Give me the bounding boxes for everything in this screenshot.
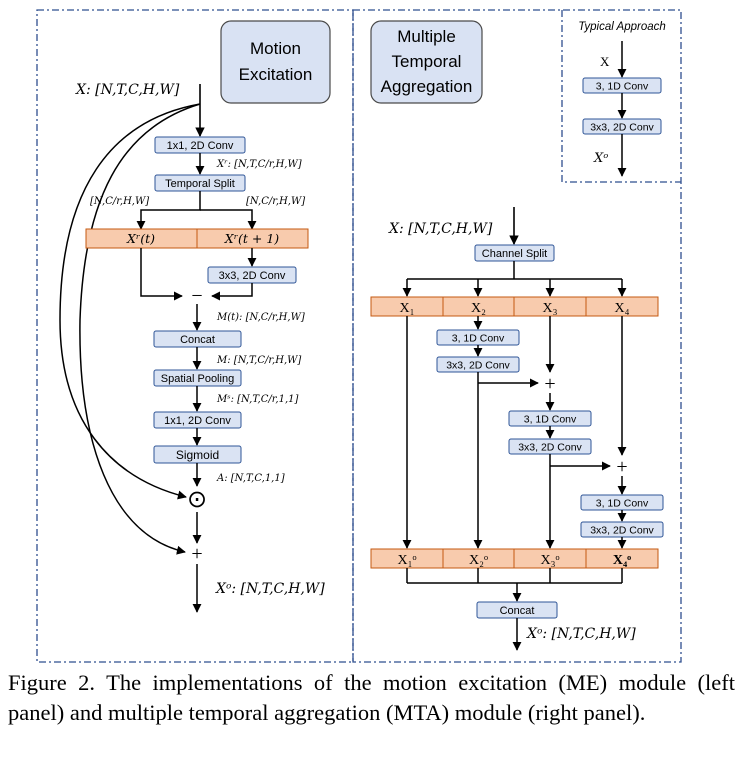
mta-input-label: X: [N,T,C,H,W] — [388, 221, 493, 237]
mta-panel-frame — [352, 9, 682, 663]
mta-b2-conv2d-label: 3x3, 2D Conv — [446, 360, 510, 372]
mta-b4-conv2d-label: 3x3, 2D Conv — [590, 525, 654, 537]
me-skip-curve-odot — [59, 103, 201, 500]
me-arrow-t-minus — [140, 248, 183, 301]
mta-xo2-label: X₂ᵒ — [469, 553, 488, 568]
mta-title-line1: Multiple — [397, 27, 456, 46]
me-output-label: Xᵒ: [N,T,C,H,W] — [215, 581, 325, 597]
me-conv1b-label: 1x1, 2D Conv — [164, 415, 231, 427]
me-arrow-conv3-minus — [211, 283, 253, 301]
me-tsplit-label: Temporal Split — [165, 178, 235, 190]
me-mt-shape: M(t): [N,C/r,H,W] — [216, 312, 305, 323]
mta-b2-conv1d-label: 3, 1D Conv — [452, 333, 505, 345]
mta-panel: Multiple Temporal Aggregation Typical Ap… — [370, 20, 666, 651]
me-left-shape: [N,C/r,H,W] — [90, 196, 149, 207]
mta-xo1-label: X₁ᵒ — [397, 553, 416, 568]
me-input-label: X: [N,T,C,H,W] — [75, 82, 180, 98]
panel-frames — [36, 9, 682, 663]
me-odot-op: ⊙ — [187, 487, 207, 513]
typical-xo-label: Xᵒ — [593, 151, 608, 166]
mta-plus2-op: + — [616, 456, 627, 478]
mta-b4-conv1d-label: 3, 1D Conv — [596, 498, 649, 510]
mta-x3-label: X₃ — [543, 301, 558, 316]
me-conv3-label: 3x3, 2D Conv — [219, 270, 286, 282]
me-panel-frame — [36, 9, 354, 663]
mta-title-line2: Temporal — [392, 52, 462, 71]
mta-csplit-label: Channel Split — [482, 248, 547, 260]
me-conv1-label: 1x1, 2D Conv — [167, 140, 234, 152]
typical-title: Typical Approach — [578, 21, 666, 33]
me-a-shape: A: [N,T,C,1,1] — [216, 473, 285, 484]
mta-x4-label: X₄ — [615, 301, 630, 316]
me-xr-t1-label: Xʳ(t + 1) — [224, 231, 280, 246]
typical-approach: Typical Approach X 3, 1D Conv 3x3, 2D Co… — [578, 21, 666, 177]
me-plus-op: + — [191, 543, 202, 565]
mta-title-line3: Aggregation — [381, 77, 473, 96]
me-ms-shape: Mˢ: [N,T,C/r,1,1] — [216, 394, 299, 405]
mta-x1-label: X₁ — [400, 301, 415, 316]
figure-diagram: Motion Excitation X: [N,T,C,H,W] 1x1, 2D… — [36, 9, 682, 663]
me-sigmoid-label: Sigmoid — [176, 448, 219, 462]
me-concat-label: Concat — [180, 334, 215, 346]
typical-panel-frame — [561, 10, 681, 183]
mta-b3-conv1d-label: 3, 1D Conv — [524, 414, 577, 426]
mta-xo3-label: X₃ᵒ — [540, 553, 559, 568]
me-xr-shape: Xʳ: [N,T,C/r,H,W] — [216, 159, 302, 170]
me-arrow-split-left — [136, 191, 201, 230]
mta-x2-label: X₂ — [471, 301, 486, 316]
me-xr-t-label: Xʳ(t) — [126, 231, 155, 246]
me-title-box — [220, 20, 331, 104]
me-arrow-split-right — [200, 209, 257, 230]
mta-xo4-label: X₄ᵒ — [613, 553, 631, 568]
typical-conv2d-label: 3x3, 2D Conv — [590, 122, 654, 134]
typical-x-label: X — [600, 54, 610, 69]
mta-plus1-op: + — [544, 373, 555, 395]
me-skip-curve-plus — [79, 103, 201, 555]
me-title-line1: Motion — [250, 39, 301, 58]
me-m-shape: M: [N,T,C/r,H,W] — [216, 355, 301, 366]
me-panel: Motion Excitation X: [N,T,C,H,W] 1x1, 2D… — [59, 20, 331, 613]
typical-conv1d-label: 3, 1D Conv — [596, 81, 649, 93]
mta-title-box — [370, 20, 483, 104]
mta-output-label: Xᵒ: [N,T,C,H,W] — [526, 626, 636, 642]
me-title-line2: Excitation — [239, 65, 313, 84]
mta-concat-label: Concat — [500, 605, 535, 617]
me-minus-op: − — [191, 285, 202, 307]
mta-b3-conv2d-label: 3x3, 2D Conv — [518, 442, 582, 454]
me-right-shape: [N,C/r,H,W] — [246, 196, 305, 207]
me-spool-label: Spatial Pooling — [161, 373, 234, 385]
figure-caption: Figure 2. The implementations of the mot… — [8, 670, 735, 725]
